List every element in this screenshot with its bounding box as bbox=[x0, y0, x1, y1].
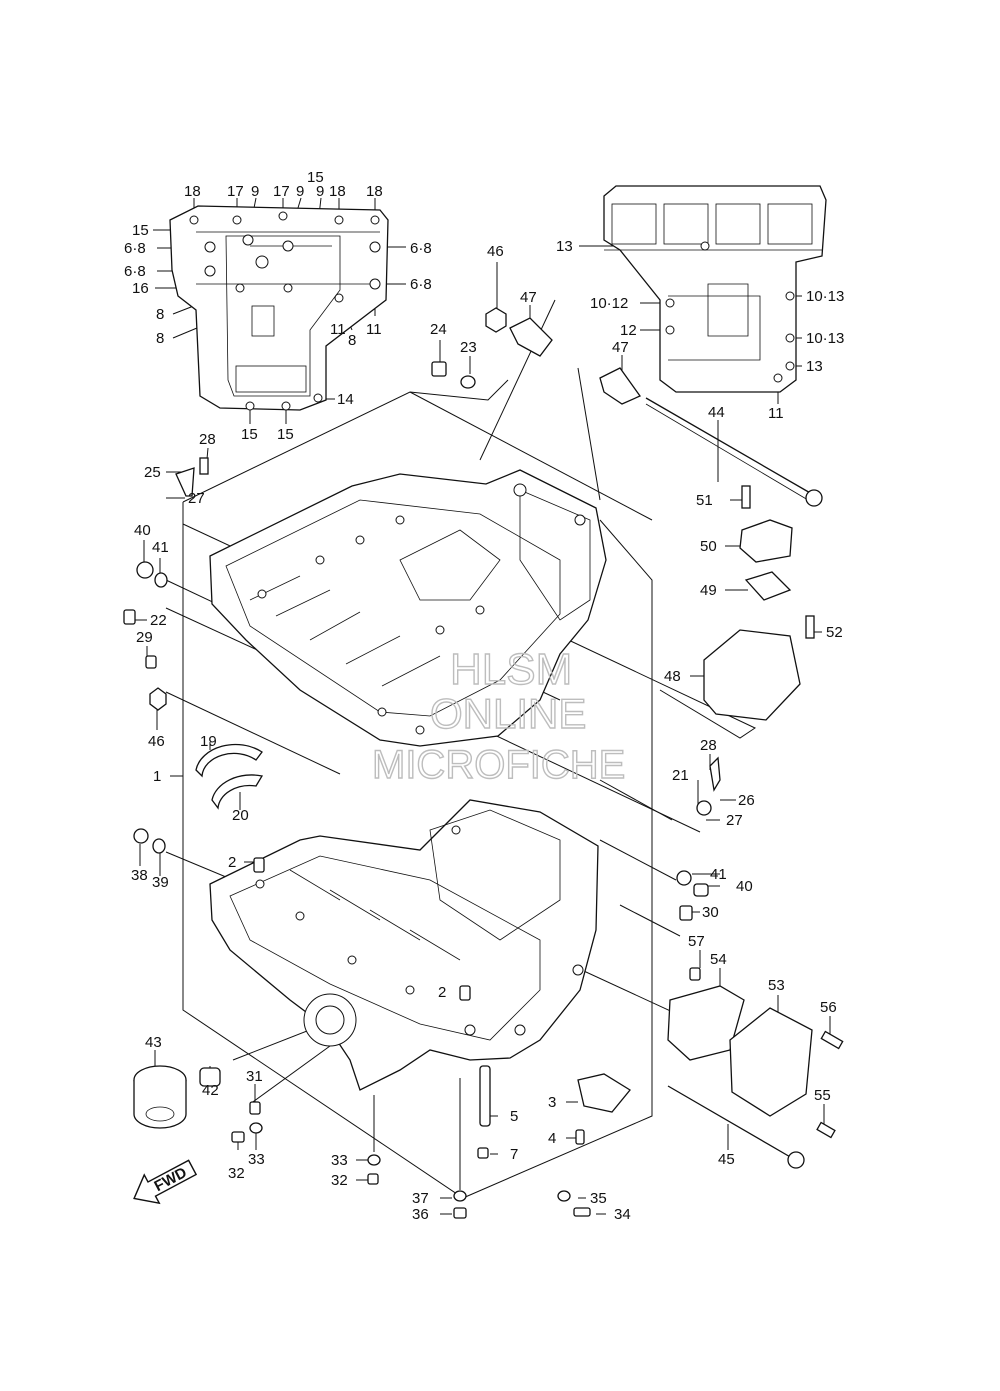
callout-32b: 32 bbox=[331, 1172, 348, 1189]
callout-3: 3 bbox=[548, 1094, 556, 1111]
callout-15a: 15 bbox=[307, 169, 324, 186]
callout-57: 57 bbox=[688, 933, 705, 950]
callout-18b: 18 bbox=[329, 183, 346, 200]
callout-36: 36 bbox=[412, 1206, 429, 1223]
callout-24: 24 bbox=[430, 321, 447, 338]
callout-15b: 15 bbox=[132, 222, 149, 239]
callout-8c: 8 bbox=[348, 332, 356, 349]
callout-18a: 18 bbox=[184, 183, 201, 200]
callout-49: 49 bbox=[700, 582, 717, 599]
callout-13b: 13 bbox=[806, 358, 823, 375]
callout-8a: 8 bbox=[156, 306, 164, 323]
callout-1012a: 10·12 bbox=[590, 295, 628, 312]
callout-17b: 17 bbox=[273, 183, 290, 200]
callout-45: 45 bbox=[718, 1151, 735, 1168]
callout-56: 56 bbox=[820, 999, 837, 1016]
callout-22: 22 bbox=[150, 612, 167, 629]
callout-7: 7 bbox=[510, 1146, 518, 1163]
callout-53: 53 bbox=[768, 977, 785, 994]
callout-68d: 6·8 bbox=[410, 276, 432, 293]
fwd-label: FWD bbox=[152, 1164, 190, 1195]
upper-crankcase bbox=[209, 469, 607, 747]
callout-47a: 47 bbox=[520, 289, 537, 306]
callout-11b: 11 bbox=[366, 321, 382, 338]
callout-23: 23 bbox=[460, 339, 477, 356]
callout-25: 25 bbox=[144, 464, 161, 481]
callout-29: 29 bbox=[136, 629, 153, 646]
callout-35: 35 bbox=[590, 1190, 607, 1207]
callout-12: 12 bbox=[620, 322, 637, 339]
callout-50: 50 bbox=[700, 538, 717, 555]
callout-39: 39 bbox=[152, 874, 169, 891]
callout-27b: 27 bbox=[726, 812, 743, 829]
callout-15d: 15 bbox=[277, 426, 294, 443]
callout-40b: 40 bbox=[736, 878, 753, 895]
callout-44: 44 bbox=[708, 404, 725, 421]
callout-33a: 33 bbox=[248, 1151, 265, 1168]
callout-38: 38 bbox=[131, 867, 148, 884]
watermark-line-3: MICROFICHE bbox=[372, 743, 625, 787]
callout-4: 4 bbox=[548, 1130, 556, 1147]
callout-43: 43 bbox=[145, 1034, 162, 1051]
callout-37: 37 bbox=[412, 1190, 429, 1207]
callout-31: 31 bbox=[246, 1068, 263, 1085]
callout-28a: 28 bbox=[199, 431, 216, 448]
callout-17a: 17 bbox=[227, 183, 244, 200]
callout-2a: 2 bbox=[228, 854, 236, 871]
callout-32a: 32 bbox=[228, 1165, 245, 1182]
watermark: HLSM ONLINE MICROFICHE bbox=[371, 644, 626, 787]
callout-15c: 15 bbox=[241, 426, 258, 443]
callout-40a: 40 bbox=[134, 522, 151, 539]
callout-labels: 18 17 9 17 9 15 9 18 18 15 6·8 6·8 6·8 6… bbox=[124, 169, 844, 1223]
small-parts bbox=[123, 307, 844, 1219]
callout-68b: 6·8 bbox=[124, 263, 146, 280]
watermark-line-1: HLSM bbox=[450, 645, 572, 694]
callout-11c: 11 bbox=[768, 405, 784, 422]
callout-48: 48 bbox=[664, 668, 681, 685]
callout-9a: 9 bbox=[251, 183, 259, 200]
callout-34: 34 bbox=[614, 1206, 631, 1223]
callout-9c: 9 bbox=[316, 183, 324, 200]
callout-1013a: 10·13 bbox=[806, 288, 844, 305]
callout-8b: 8 bbox=[156, 330, 164, 347]
callout-26: 26 bbox=[738, 792, 755, 809]
callout-19: 19 bbox=[200, 733, 217, 750]
callout-1: 1 bbox=[153, 768, 161, 785]
callout-41a: 41 bbox=[152, 539, 169, 556]
callout-11a: 11 bbox=[330, 321, 346, 338]
callout-2b: 2 bbox=[438, 984, 446, 1001]
watermark-line-2: ONLINE bbox=[430, 690, 586, 737]
callout-28b: 28 bbox=[700, 737, 717, 754]
upper-crankcase-top-view bbox=[603, 185, 827, 393]
callout-33b: 33 bbox=[331, 1152, 348, 1169]
callout-54: 54 bbox=[710, 951, 727, 968]
callout-1013b: 10·13 bbox=[806, 330, 844, 347]
callout-18c: 18 bbox=[366, 183, 383, 200]
callout-47b: 47 bbox=[612, 339, 629, 356]
callout-46a: 46 bbox=[487, 243, 504, 260]
callout-68c: 6·8 bbox=[410, 240, 432, 257]
callout-16: 16 bbox=[132, 280, 149, 297]
upper-crankcase-bottom-view bbox=[169, 205, 389, 411]
callout-14: 14 bbox=[337, 391, 354, 408]
callout-20: 20 bbox=[232, 807, 249, 824]
callout-42: 42 bbox=[202, 1082, 219, 1099]
callout-27a: 27 bbox=[188, 490, 205, 507]
callout-5: 5 bbox=[510, 1108, 518, 1125]
fwd-arrow: FWD bbox=[133, 1159, 198, 1205]
callout-52: 52 bbox=[826, 624, 843, 641]
lower-crankcase bbox=[209, 799, 599, 1091]
callout-13a: 13 bbox=[556, 238, 573, 255]
callout-55: 55 bbox=[814, 1087, 831, 1104]
callout-41b: 41 bbox=[710, 866, 727, 883]
callout-46b: 46 bbox=[148, 733, 165, 750]
callout-30: 30 bbox=[702, 904, 719, 921]
callout-9b: 9 bbox=[296, 183, 304, 200]
callout-68a: 6·8 bbox=[124, 240, 146, 257]
callout-51: 51 bbox=[696, 492, 713, 509]
callout-21: 21 bbox=[672, 767, 689, 784]
